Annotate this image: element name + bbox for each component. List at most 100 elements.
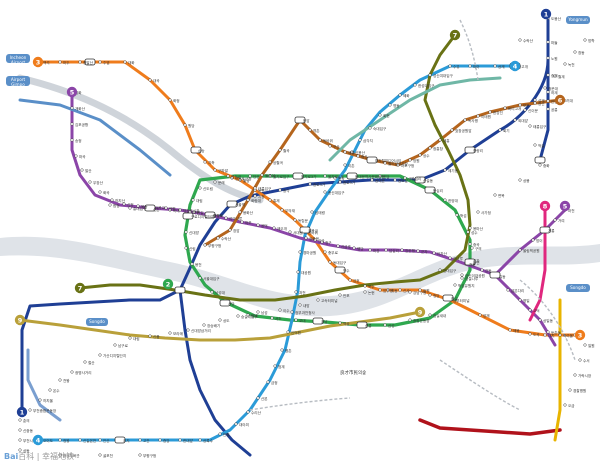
station-label-s184: 안산 [103, 438, 110, 443]
station-dot-s168 [296, 270, 300, 274]
line-4-badge-label-5: 4 [36, 436, 41, 444]
station-label-s32: 신대방삼거리 [191, 328, 211, 333]
station-label-s24: 반포 [343, 293, 350, 298]
station-dot-s106 [128, 206, 132, 210]
station-dot-s172 [280, 348, 284, 352]
station-label-s75: 상왕십리 [408, 176, 421, 181]
station-label-s188: 방화 [75, 90, 82, 95]
station-label-s117: 화정 [173, 98, 180, 103]
station-label-s59: 제기동 [448, 168, 459, 173]
station-label-s74: 신당 [383, 174, 390, 179]
station-dot-s4 [546, 56, 550, 60]
station-label-s33: 보라매 [173, 331, 183, 336]
line-5-badge-7 [66, 86, 78, 98]
station-dot-s243 [428, 146, 432, 150]
station-dot-s260 [228, 228, 232, 232]
station-label-s76: 왕십리 [433, 188, 443, 193]
station-label-s168: 대공원 [301, 270, 311, 275]
station-dot-s65 [543, 86, 547, 90]
station-dot-s105 [108, 203, 112, 207]
station-dot-s184 [98, 438, 102, 442]
station-label-s207: 애오개 [277, 226, 287, 231]
station-dot-s102 [213, 180, 217, 184]
station-dot-s14 [468, 226, 472, 230]
station-dot-s142 [543, 333, 547, 337]
station-label-s86: 삼성 [388, 323, 395, 328]
station-dot-s88 [338, 321, 342, 325]
station-dot-s68 [573, 50, 577, 54]
station-label-s254: 월곡 [283, 148, 290, 153]
station-dot-s252 [546, 99, 550, 103]
station-dot-s228 [531, 238, 535, 242]
station-dot-s50 [138, 453, 142, 457]
station-dot-s5 [546, 73, 550, 77]
station-label-s43: 부천종합운동장 [33, 408, 57, 413]
station-dot-s26 [298, 303, 302, 307]
station-dot-s202 [192, 210, 196, 214]
station-label-s118: 원당 [188, 123, 195, 128]
station-dot-s8 [528, 124, 532, 128]
station-dot-s234 [318, 138, 322, 142]
line-8-badge-12 [539, 200, 551, 212]
station-label-s102: 문래 [218, 180, 225, 185]
station-label-s16: 군자 [473, 258, 480, 263]
transfer-station-21 [539, 226, 551, 234]
station-dot-s200 [164, 206, 168, 210]
transfer-station-4 [464, 146, 476, 154]
station-dot-s169 [294, 290, 298, 294]
station-dot-s126 [280, 208, 284, 212]
station-dot-s63 [523, 108, 527, 112]
station-label-s182: 고잔 [143, 438, 150, 443]
station-label-s200: 양평 [169, 206, 176, 211]
station-label-s72: 을지로4가 [328, 174, 344, 179]
station-dot-s163 [333, 176, 337, 180]
station-label-s63: 신이문 [528, 108, 539, 113]
station-dot-s235 [328, 144, 332, 148]
station-label-s228: 방이 [536, 238, 543, 243]
incheon-airport-badge-text: Incheon [10, 55, 27, 60]
station-dot-s103 [230, 176, 234, 180]
legend-note: 良才市民의숲 [340, 369, 366, 376]
station-dot-s29 [236, 314, 240, 318]
station-label-s25: 고속터미널 [321, 298, 338, 303]
station-label-s122: 연신내 [231, 174, 241, 179]
station-label-s158: 회현 [383, 113, 390, 118]
station-label-s127: 독립문 [298, 218, 309, 223]
station-label-s148: 경찰병원 [573, 388, 586, 393]
line-bundang-segment [553, 298, 562, 442]
station-dot-s30 [218, 318, 222, 322]
station-label-s175: 산본 [261, 396, 268, 401]
station-label-s128: 경복궁 [308, 228, 319, 233]
station-dot-s135 [378, 288, 382, 292]
station-dot-s100 [191, 198, 195, 202]
line-1-badge-1 [16, 406, 28, 418]
station-label-s250: 보문 [523, 104, 530, 108]
station-label-s218: 광나루 [453, 256, 464, 261]
station-dot-s178 [218, 432, 222, 436]
station-dot-s254 [278, 148, 282, 152]
station-label-s18: 건대입구 [443, 268, 457, 273]
transfer-station-18 [144, 204, 156, 212]
transfer-station-6 [464, 258, 476, 266]
station-label-s20: 청담 [433, 293, 440, 298]
transfer-station-15 [294, 116, 306, 124]
station-dot-s223 [518, 298, 522, 302]
station-dot-s211 [336, 244, 340, 248]
line-1-segment [178, 288, 252, 457]
station-label-s79: 성수 [471, 230, 478, 235]
station-label-s2: 수락산 [523, 38, 534, 43]
station-label-s174: 금정 [271, 380, 278, 385]
line-9-badge-14 [414, 306, 426, 318]
station-label-s55: 종로5가 [343, 180, 356, 185]
station-label-s131: 동대입구 [333, 260, 347, 265]
station-label-s21: 강남구청 [413, 290, 426, 295]
station-dot-s46 [18, 438, 22, 442]
station-dot-s165 [310, 210, 314, 214]
station-label-s259: 봉화산 [243, 210, 254, 215]
station-dot-s21 [408, 290, 412, 294]
station-dot-s250 [518, 103, 522, 107]
station-label-s210: 청구 [325, 240, 332, 245]
transfer-station-9 [312, 317, 324, 325]
station-label-s226: 둔촌동 [551, 330, 562, 335]
